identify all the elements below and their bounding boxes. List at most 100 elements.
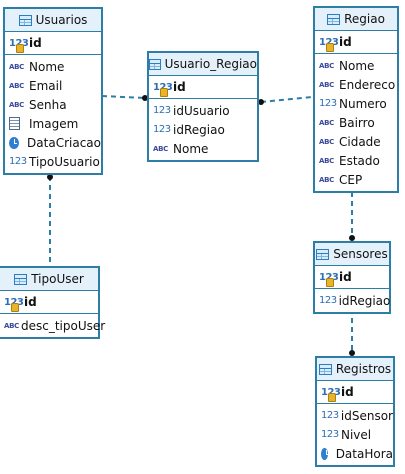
table-icon (318, 363, 332, 375)
entity-header[interactable]: Usuarios (5, 9, 101, 32)
field-name: Imagem (29, 116, 79, 131)
primary-key-icon: 123 (319, 37, 339, 52)
field-row[interactable]: ABC Nome (149, 139, 257, 158)
entity-title: Registros (335, 362, 392, 376)
field-row[interactable]: ABC Nome (5, 57, 101, 76)
field-name: DataHora (335, 446, 393, 461)
relation-usuarios-usuario-regiao (101, 95, 146, 99)
field-name: id (341, 385, 354, 399)
abc-icon: ABC (153, 144, 168, 153)
entity-header[interactable]: Usuario_Regiao (149, 53, 257, 76)
relation-endpoint (142, 95, 148, 101)
field-name: DataCriacao (27, 135, 101, 150)
table-icon (18, 14, 32, 26)
abc-icon: ABC (9, 100, 24, 109)
field-name: Cidade (339, 134, 381, 149)
field-name: Nome (339, 58, 375, 73)
abc-icon: ABC (9, 81, 24, 90)
clock-icon (321, 447, 329, 460)
field-name: idUsuario (173, 103, 230, 118)
field-name: id (29, 36, 42, 50)
field-row[interactable]: ABC Nome (315, 56, 397, 75)
field-row[interactable]: ABC Senha (5, 95, 101, 114)
clock-icon (9, 136, 20, 149)
field-name: idRegiao (338, 293, 391, 308)
number-icon: 123 (319, 295, 337, 306)
entity-title: Usuario_Regiao (164, 57, 257, 71)
abc-icon: ABC (319, 118, 334, 127)
primary-key-row[interactable]: 123 id (315, 266, 389, 289)
field-row[interactable]: ABC Bairro (315, 113, 397, 132)
entity-header[interactable]: TipoUser (0, 268, 98, 291)
field-name: id (339, 270, 352, 284)
primary-key-icon: 123 (319, 272, 339, 287)
field-name: id (173, 80, 186, 94)
primary-key-row[interactable]: 123 id (149, 76, 257, 99)
field-name: Estado (339, 153, 380, 168)
number-icon: 123 (153, 105, 171, 116)
primary-key-row[interactable]: 123 id (317, 381, 393, 404)
entity-title: Regiao (344, 12, 385, 26)
primary-key-icon: 123 (321, 387, 341, 402)
primary-key-row[interactable]: 123 id (315, 31, 397, 54)
image-icon (9, 117, 20, 130)
field-name: idRegiao (173, 122, 225, 137)
number-icon: 123 (153, 124, 171, 135)
field-name: TipoUsuario (29, 154, 100, 169)
field-name: Nome (173, 141, 209, 156)
primary-key-icon: 123 (4, 297, 24, 312)
table-icon (316, 248, 330, 260)
abc-icon: ABC (319, 80, 334, 89)
number-icon: 123 (319, 98, 337, 109)
primary-key-row[interactable]: 123 id (5, 32, 101, 55)
field-row[interactable]: DataHora (317, 444, 393, 463)
relation-endpoint (349, 350, 355, 356)
entity-title: Sensores (333, 247, 388, 261)
number-icon: 123 (9, 156, 27, 167)
entity-title: Usuarios (35, 13, 88, 27)
field-row[interactable]: ABC Cidade (315, 132, 397, 151)
abc-icon: ABC (319, 137, 334, 146)
table-icon (327, 13, 341, 25)
field-name: Senha (29, 97, 67, 112)
number-icon: 123 (321, 429, 339, 440)
field-name: CEP (339, 172, 363, 187)
field-name: idSensor (340, 408, 393, 423)
field-row[interactable]: DataCriacao (5, 133, 101, 152)
relation-regiao-usuario-regiao (260, 96, 313, 103)
field-name: Nome (29, 59, 65, 74)
field-name: Bairro (339, 115, 375, 130)
abc-icon: ABC (4, 321, 19, 330)
entity-header[interactable]: Regiao (315, 8, 397, 31)
relation-endpoint (258, 99, 264, 105)
field-name: id (24, 295, 37, 309)
field-name: desc_tipoUser (21, 318, 106, 333)
abc-icon: ABC (9, 62, 24, 71)
primary-key-row[interactable]: 123 id (0, 291, 98, 314)
table-icon (149, 58, 161, 70)
relation-endpoint (349, 235, 355, 241)
field-row[interactable]: Imagem (5, 114, 101, 133)
abc-icon: ABC (319, 61, 334, 70)
primary-key-icon: 123 (9, 38, 29, 53)
entity-header[interactable]: Sensores (315, 243, 389, 266)
entity-header[interactable]: Registros (317, 358, 393, 381)
